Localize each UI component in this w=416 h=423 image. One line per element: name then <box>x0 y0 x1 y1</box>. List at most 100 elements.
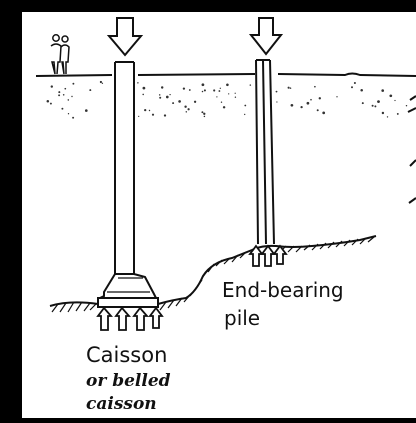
soil-speckle <box>148 109 151 112</box>
pile-load-arrow-icon <box>248 17 284 56</box>
caisson-bell-inner <box>107 277 150 293</box>
soil-speckle <box>61 107 64 110</box>
caisson-label-line1: Caisson <box>86 343 167 367</box>
soil-speckle <box>316 109 319 112</box>
soil-speckle <box>216 96 218 98</box>
soil-speckle <box>322 111 326 115</box>
soil-speckle <box>218 90 221 92</box>
soil-speckle <box>163 114 167 117</box>
soil-speckle <box>201 83 205 87</box>
soil-speckles <box>46 80 408 119</box>
soil-speckle <box>187 108 190 111</box>
soil-speckle <box>287 86 290 89</box>
soil-speckle <box>89 89 92 92</box>
soil-speckle <box>84 109 88 112</box>
soil-speckle <box>72 116 75 119</box>
soil-speckle <box>394 99 396 102</box>
soil-speckle <box>159 96 162 99</box>
soil-speckle <box>188 89 191 91</box>
soil-speckle <box>58 94 61 97</box>
up-arrow-icon <box>114 306 131 331</box>
ground-hatch-icon <box>51 236 375 313</box>
soil-speckle <box>222 106 226 109</box>
soil-speckle <box>182 87 186 90</box>
soil-speckle <box>234 96 237 98</box>
soil-speckle <box>310 98 312 101</box>
soil-speckle <box>184 105 187 108</box>
soil-speckle <box>64 87 67 90</box>
soil-speckle <box>67 113 70 115</box>
soil-speckle <box>138 115 140 118</box>
soil-speckle <box>275 90 278 93</box>
soil-speckle <box>290 103 294 107</box>
soil-speckle <box>249 84 252 86</box>
soil-speckle <box>99 80 102 84</box>
soil-speckle <box>219 87 221 89</box>
up-arrow-icon <box>132 306 149 331</box>
soil-speckle <box>201 111 204 114</box>
caisson-label-line3: caisson <box>86 394 157 414</box>
soil-speckle <box>213 89 216 92</box>
pile-shaft <box>255 59 275 245</box>
soil-speckle <box>203 115 206 118</box>
pile-label-line1: End-bearing <box>222 278 344 302</box>
soil-speckle <box>71 95 73 98</box>
soil-speckle <box>351 86 353 89</box>
soil-speckle <box>405 104 408 107</box>
soil-speckle <box>381 111 385 115</box>
soil-speckle <box>374 105 377 108</box>
pile-bearing-arrows <box>248 244 288 267</box>
up-arrow-icon <box>148 306 164 329</box>
soil-speckle <box>306 101 310 105</box>
soil-speckle <box>314 85 316 88</box>
soil-speckle <box>160 86 164 89</box>
soil-speckle <box>142 93 144 96</box>
soil-speckle <box>169 93 171 96</box>
soil-speckle <box>165 95 169 99</box>
soil-speckle <box>371 104 374 107</box>
caisson-bearing-arrows <box>96 306 164 331</box>
soil-speckle <box>353 81 356 85</box>
soil-speckle <box>360 89 363 92</box>
caisson-shaft <box>114 61 135 274</box>
soil-speckle <box>137 82 139 84</box>
soil-speckle <box>142 86 146 90</box>
soil-speckle <box>46 100 50 103</box>
soil-speckle <box>72 82 75 85</box>
soil-speckle <box>58 91 61 94</box>
up-arrow-icon <box>96 306 113 331</box>
soil-speckle <box>185 111 188 113</box>
soil-speckle <box>50 85 53 88</box>
caisson-load-arrow-icon <box>106 17 144 57</box>
soil-speckle <box>300 105 303 109</box>
soil-speckle <box>381 89 385 92</box>
soil-speckle <box>101 82 104 84</box>
soil-speckle <box>244 113 246 116</box>
pile-label-line2: pile <box>224 306 260 330</box>
soil-speckle <box>203 89 206 92</box>
soil-speckle <box>220 101 223 103</box>
soil-speckle <box>203 112 206 115</box>
ground-surface-line <box>35 72 416 77</box>
soil-speckle <box>389 94 393 98</box>
soil-speckle <box>226 83 229 87</box>
soil-speckle <box>234 92 236 94</box>
soil-speckle <box>49 102 52 105</box>
soil-speckle <box>144 108 147 112</box>
soil-speckle <box>361 102 364 105</box>
soil-speckle <box>318 97 321 100</box>
soil-speckle <box>396 112 399 115</box>
soil-speckle <box>201 90 204 93</box>
caisson-base <box>97 297 159 308</box>
caisson-label-line2: or belled <box>86 371 171 391</box>
soil-speckle <box>336 96 338 98</box>
soil-speckle <box>228 93 230 95</box>
soil-speckle <box>62 94 65 96</box>
side-arrow-icon <box>407 95 416 204</box>
soil-speckle <box>67 99 70 101</box>
soil-speckle <box>289 87 292 89</box>
soil-speckle <box>158 94 161 96</box>
soil-speckle <box>193 100 197 103</box>
soil-speckle <box>151 113 155 116</box>
